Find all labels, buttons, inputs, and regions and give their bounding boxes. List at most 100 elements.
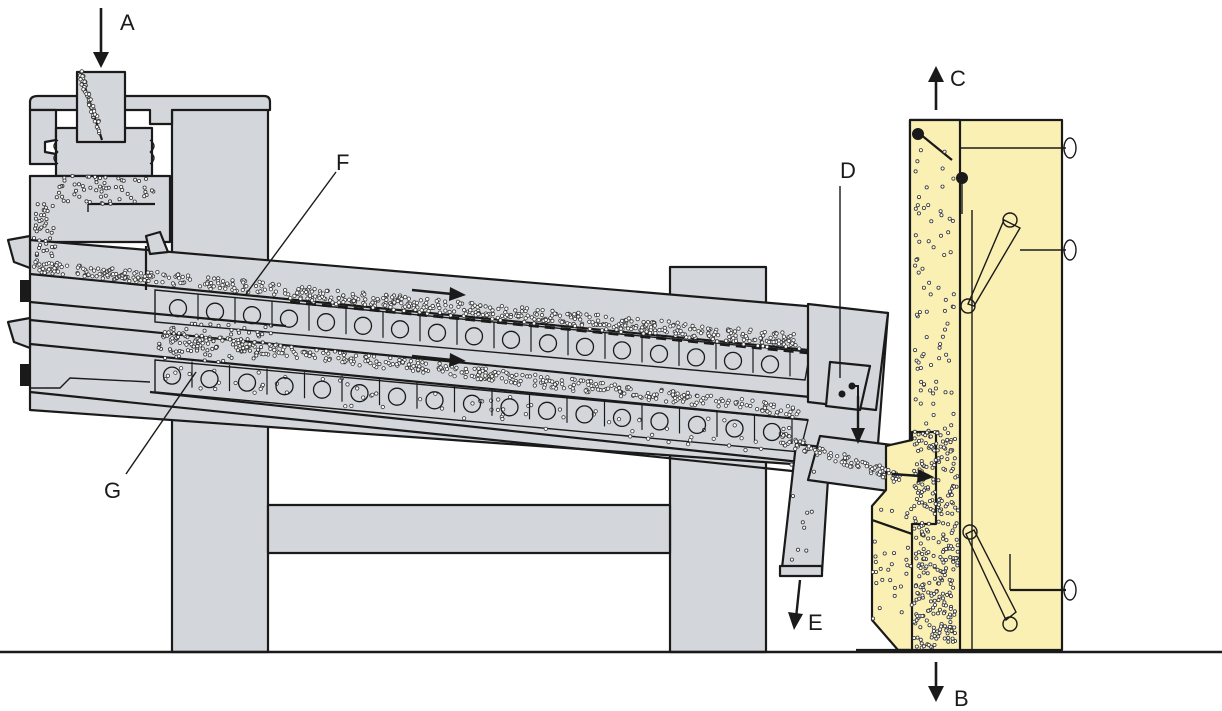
grain-particle — [174, 349, 179, 354]
grain-particle — [672, 395, 678, 401]
grain-particle — [937, 630, 942, 635]
grain-particle — [70, 173, 75, 178]
grain-particle — [934, 379, 939, 384]
grain-particle — [947, 624, 952, 629]
grain-particle — [762, 329, 767, 335]
grain-particle — [931, 391, 936, 396]
feed-lip-upper — [6, 234, 32, 270]
grain-particle — [946, 635, 951, 640]
grain-particle — [121, 178, 126, 183]
grain-particle — [443, 303, 448, 308]
grain-particle — [205, 341, 211, 346]
grain-particle — [848, 464, 853, 469]
grain-particle — [53, 244, 58, 249]
grain-particle — [390, 361, 395, 367]
grain-particle — [241, 346, 246, 351]
grain-particle — [952, 484, 957, 489]
grain-particle — [924, 564, 929, 569]
grain-particle — [312, 286, 317, 292]
grain-particle — [84, 199, 89, 204]
grain-particle — [245, 337, 250, 342]
grain-particle — [217, 285, 222, 291]
grain-particle — [916, 270, 921, 275]
grain-particle — [50, 203, 55, 208]
grain-particle — [161, 272, 166, 277]
grain-particle — [786, 338, 791, 343]
cross-beam — [266, 503, 672, 555]
grain-particle — [90, 274, 95, 279]
grain-particle — [629, 319, 634, 324]
grain-particle — [758, 446, 764, 451]
grain-particle — [871, 616, 876, 621]
grain-particle — [864, 464, 869, 469]
grain-particle — [940, 334, 945, 339]
grain-particle — [476, 366, 481, 371]
grain-particle — [919, 447, 924, 452]
grain-particle — [873, 560, 878, 565]
cleaning-ball — [464, 327, 484, 346]
grain-particle — [748, 403, 753, 408]
grain-particle — [747, 338, 752, 344]
grain-particle — [950, 511, 955, 516]
grain-particle — [922, 556, 927, 561]
grain-particle — [155, 269, 160, 275]
grain-particle — [781, 440, 786, 445]
lower-lever-end — [1002, 616, 1018, 632]
grain-particle — [54, 195, 59, 200]
grain-particle — [185, 348, 190, 353]
grain-particle — [171, 331, 176, 336]
grain-particle — [282, 287, 288, 293]
grain-particle — [916, 448, 921, 453]
grain-particle — [936, 540, 941, 545]
grain-particle — [949, 469, 954, 474]
clamp-upper — [20, 280, 30, 302]
grain-particle — [571, 382, 576, 387]
grain-particle — [929, 593, 934, 598]
grain-particle — [230, 282, 235, 287]
grain-particle — [945, 592, 950, 597]
grain-particle — [804, 548, 809, 553]
grain-particle — [945, 511, 950, 516]
grain-particle — [341, 293, 346, 298]
grain-particle — [878, 469, 883, 474]
grain-particle — [714, 339, 720, 344]
grain-particle — [921, 547, 926, 552]
grain-particle — [931, 536, 936, 541]
grain-particle — [437, 310, 442, 315]
grain-particle — [516, 313, 521, 319]
grain-particle — [663, 399, 669, 404]
grain-particle — [931, 245, 936, 250]
grain-particle — [904, 515, 909, 520]
grain-particle — [552, 382, 558, 387]
grain-particle — [173, 370, 178, 375]
grain-particle — [909, 507, 914, 512]
grain-particle — [854, 458, 859, 463]
grain-particle — [791, 494, 796, 499]
grain-particle — [710, 336, 715, 342]
grain-particle — [88, 97, 93, 102]
grain-particle — [86, 102, 92, 108]
cleaning-ball — [612, 408, 632, 428]
grain-particle — [886, 467, 891, 473]
grain-particle — [37, 262, 42, 267]
grain-particle — [809, 509, 814, 514]
grain-particle — [921, 352, 926, 357]
grain-particle — [877, 463, 882, 468]
grain-particle — [430, 303, 435, 309]
grain-particle — [932, 511, 937, 516]
grain-particle — [626, 385, 631, 390]
grain-particle — [870, 570, 875, 575]
grain-particle — [917, 525, 922, 530]
grain-particle — [184, 342, 189, 347]
label-c: C — [950, 66, 966, 91]
grain-particle — [500, 416, 505, 422]
grain-particle — [443, 364, 448, 369]
grain-particle — [104, 186, 109, 191]
cleaning-ball — [762, 422, 782, 442]
grain-particle — [423, 367, 429, 373]
label-e: E — [808, 610, 823, 635]
grain-particle — [909, 603, 914, 608]
cleaning-ball — [353, 316, 373, 335]
grain-particle — [946, 230, 951, 235]
feed-lip-lower — [6, 316, 32, 350]
